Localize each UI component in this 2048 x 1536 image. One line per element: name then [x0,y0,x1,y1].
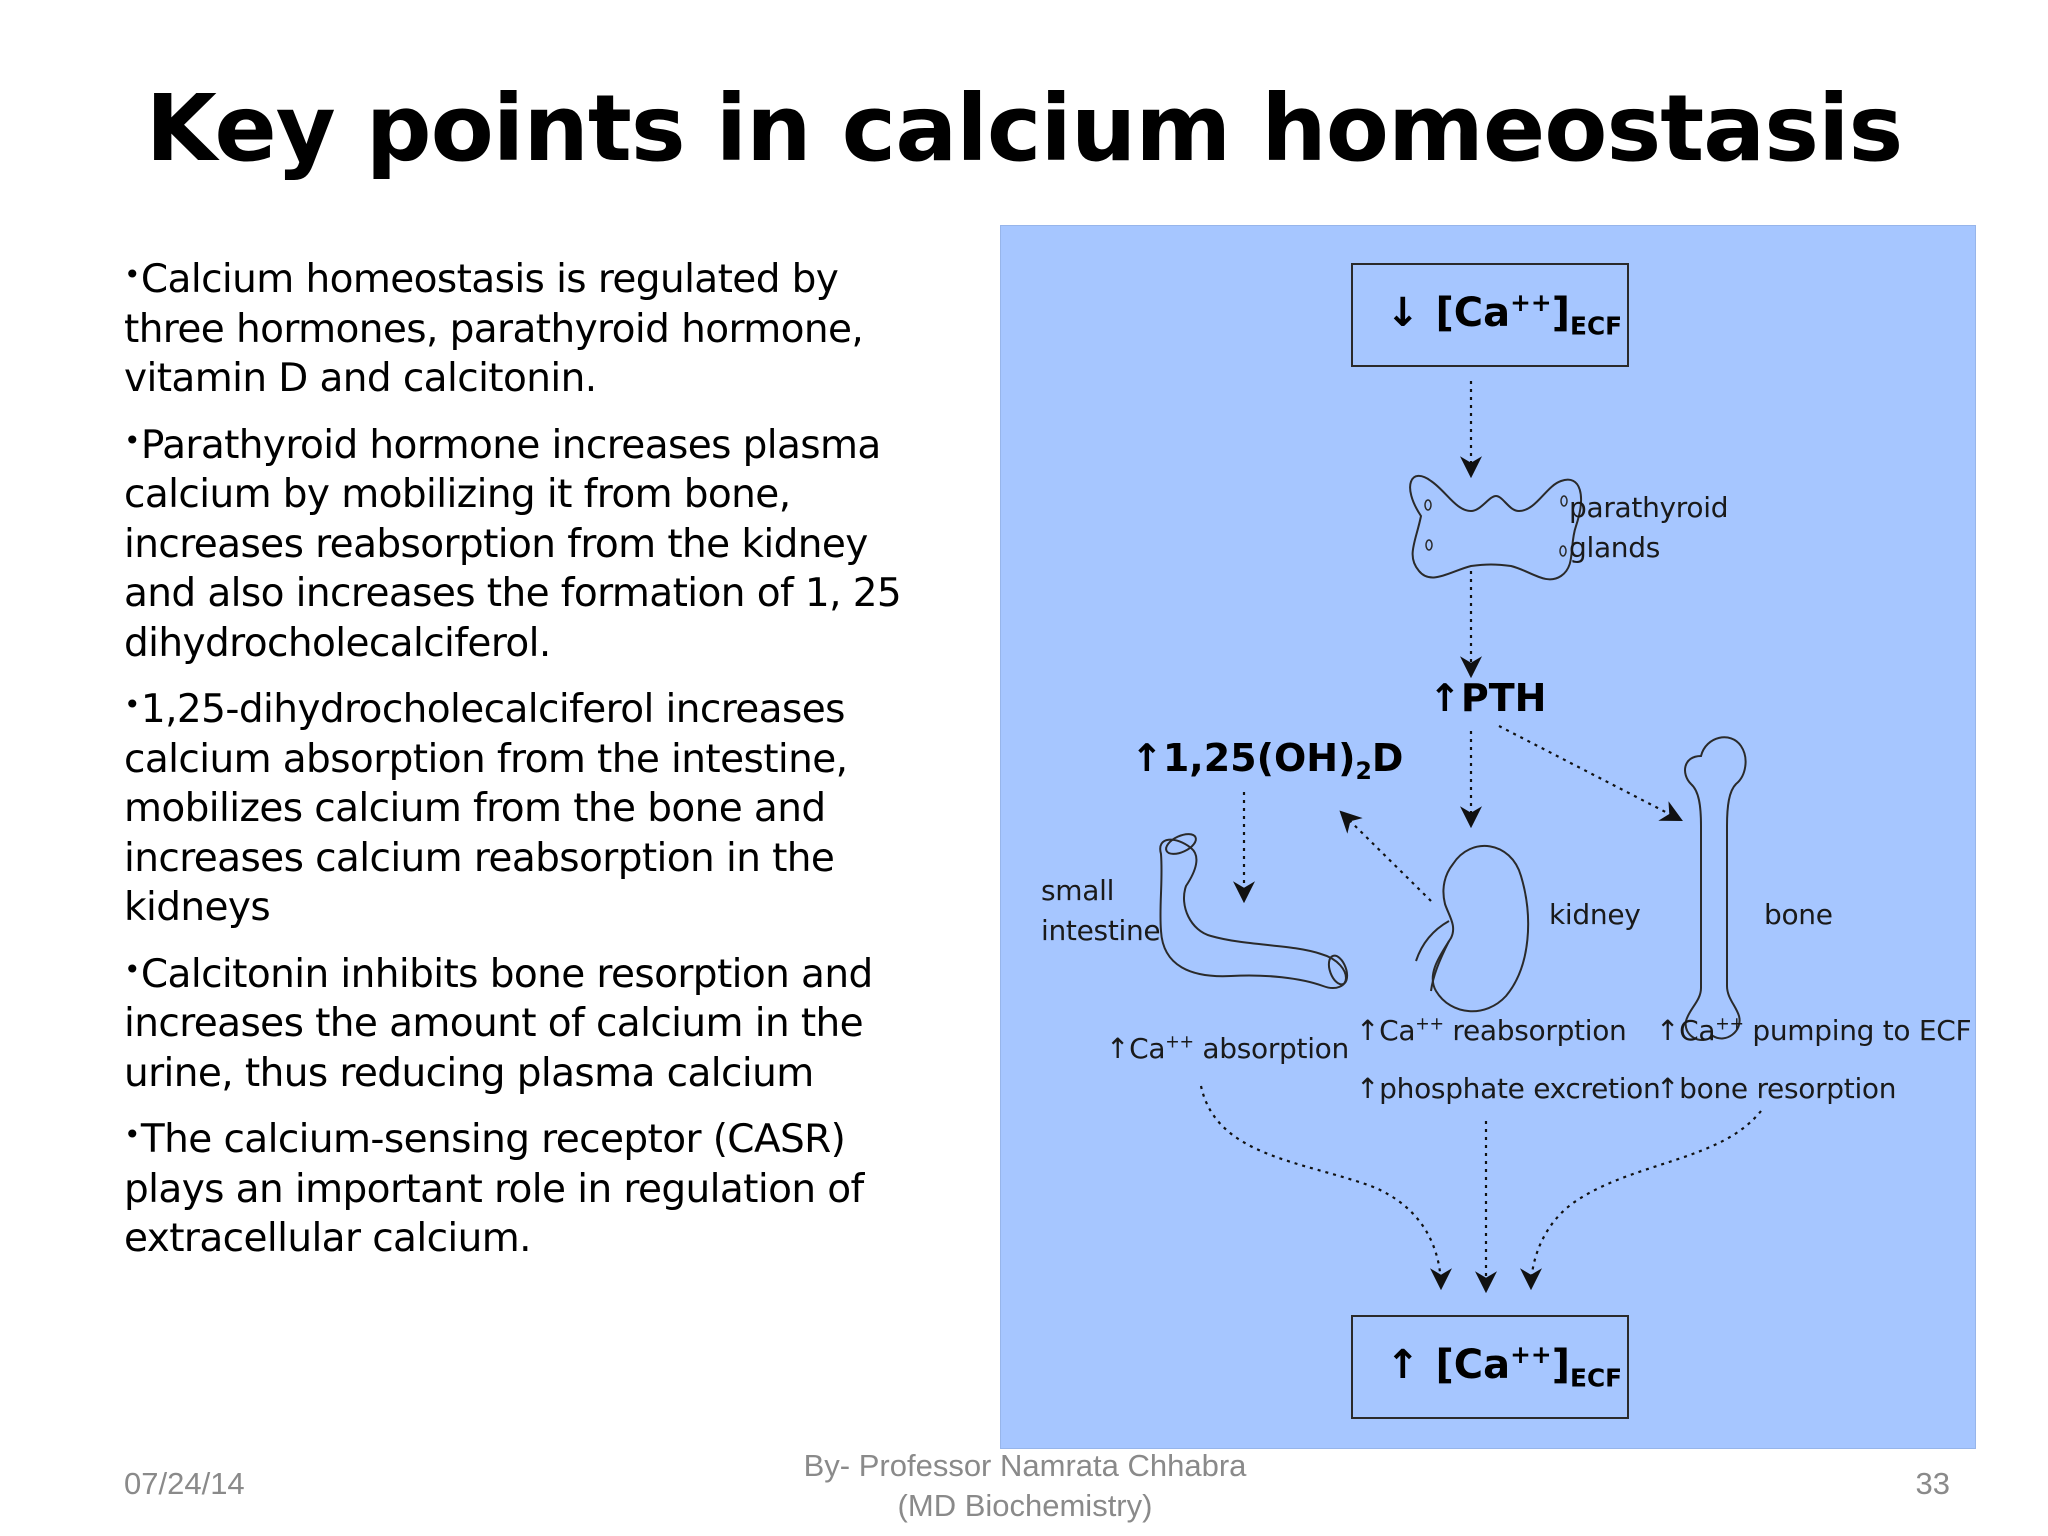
footer-date: 07/24/14 [124,1466,245,1501]
pth-label: ↑PTH [1429,676,1547,720]
effect-intestine-absorption: ↑Ca++ absorption [1106,1032,1349,1065]
effect-bone-pumping: ↑Ca++ pumping to ECF [1656,1014,1972,1047]
bullet-text: Parathyroid hormone increases plasma cal… [124,422,902,666]
arrow-intestine-to-ecf [1199,1085,1452,1291]
small-intestine-shape [1159,838,1348,989]
up-arrow-icon: ↑ [1656,1014,1680,1047]
up-arrow-icon: ↑ [1356,1072,1380,1105]
bullet-item: •Calcium homeostasis is regulated by thr… [124,250,944,404]
bullet-dot: • [124,952,141,986]
slide-title: Key points in calcium homeostasis [145,75,1904,182]
bullet-dot: • [124,688,141,721]
footer-author: By- Professor Namrata Chhabra (MD Bioche… [803,1448,1247,1523]
up-arrow-icon: ↑ [1356,1014,1380,1047]
page-number: 33 [1915,1466,1950,1501]
kidney-shape [1431,844,1530,1013]
up-arrow-icon: ↑ [1386,1341,1420,1388]
effect-kidney-reabsorption: ↑Ca++ reabsorption [1356,1014,1627,1047]
calcium-homeostasis-diagram: ↓[Ca++]ECF ↑[Ca++]ECF parathyroid glands… [1000,225,1976,1449]
up-arrow-icon: ↑ [1656,1072,1680,1105]
bullet-item: •1,25-dihydrocholecalciferol increases c… [124,680,944,933]
effect-bone-resorption: ↑bone resorption [1656,1072,1897,1105]
down-arrow-icon: ↓ [1386,289,1420,336]
bullet-dot: • [124,1118,141,1151]
bullet-item: •Parathyroid hormone increases plasma ca… [124,416,944,669]
bullet-text: 1,25-dihydrocholecalciferol increases ca… [124,687,848,930]
top-ca-box [1351,263,1629,367]
bullet-item: •Calcitonin inhibits bone resorption and… [124,945,944,1099]
top-ca-label: ↓[Ca++]ECF [1386,288,1623,341]
bullet-dot: • [124,258,141,291]
arrow-kidney-to-vitd [1339,810,1432,902]
up-arrow-icon: ↑ [1131,736,1163,780]
bone-shape [1684,736,1747,1041]
arrow-pth-to-bone [1498,725,1683,822]
vitamin-d-label: ↑1,25(OH)2D [1131,736,1404,786]
effect-kidney-phosphate: ↑phosphate excretion [1356,1072,1661,1105]
bone-label: bone [1764,898,1833,931]
bottom-ca-label: ↑[Ca++]ECF [1386,1340,1623,1393]
bullet-text: Calcium homeostasis is regulated by thre… [124,257,864,401]
parathyroid-glands-shape [1409,475,1582,581]
diagram-graphics [1159,263,1762,1419]
arrow-bone-to-ecf [1520,1110,1762,1291]
parathyroid-label: parathyroid glands [1569,491,1729,564]
bullet-dot: • [124,423,141,457]
small-intestine-label: small intestine [1041,874,1161,947]
kidney-label: kidney [1549,898,1641,931]
bullet-list: •Calcium homeostasis is regulated by thr… [124,250,944,1276]
bullet-text: The calcium-sensing receptor (CASR) play… [124,1117,864,1261]
up-arrow-icon: ↑ [1106,1032,1130,1065]
bottom-ca-box [1351,1315,1629,1419]
up-arrow-icon: ↑ [1429,676,1461,720]
bullet-item: •The calcium-sensing receptor (CASR) pla… [124,1110,944,1264]
bullet-text: Calcitonin inhibits bone resorption and … [124,951,873,1096]
